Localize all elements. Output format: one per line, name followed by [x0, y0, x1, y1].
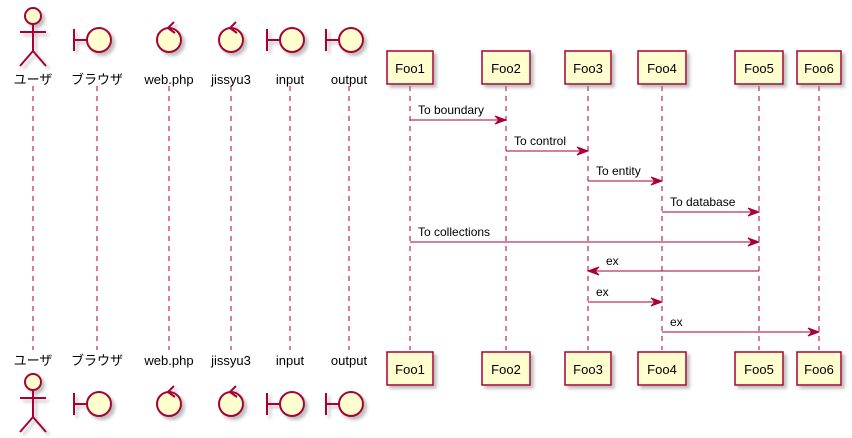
boundary-icon: [73, 391, 112, 417]
message-arrowhead: [576, 146, 590, 156]
participant-label-top: jissyu3: [210, 72, 251, 87]
boundary-icon: [266, 27, 305, 53]
message-arrowhead: [494, 115, 508, 125]
participant-label-top: output: [331, 72, 368, 87]
participant-label-bottom: web.php: [143, 353, 193, 368]
message-label: ex: [670, 315, 683, 329]
participant-box-Foo6-bottom: Foo6: [796, 351, 842, 386]
message: ex: [662, 315, 821, 337]
participant-label: Foo5: [744, 61, 774, 76]
participant-label-bottom: input: [276, 353, 305, 368]
actor-icon: [19, 7, 47, 67]
control-icon: [156, 21, 182, 53]
participant-box-Foo1-bottom: Foo1: [386, 351, 434, 386]
participant-label-bottom: jissyu3: [210, 353, 251, 368]
message-arrowhead: [747, 207, 761, 217]
participant-label: Foo2: [491, 61, 521, 76]
lifelines: [32, 86, 820, 350]
message: To control: [506, 134, 590, 156]
message-label: To database: [670, 195, 736, 209]
message-label: To control: [514, 134, 566, 148]
message-arrowhead: [650, 176, 664, 186]
message-label: To entity: [596, 164, 641, 178]
message: ex: [586, 254, 759, 276]
participant-label-top: ブラウザ: [71, 72, 123, 87]
message-arrowhead: [807, 327, 821, 337]
message: To boundary: [410, 103, 508, 125]
participant-label-bottom: output: [331, 353, 368, 368]
participant-label-top: web.php: [143, 72, 193, 87]
participant-label: Foo6: [804, 61, 834, 76]
participant-label: Foo1: [395, 61, 425, 76]
participant-label: Foo3: [573, 362, 603, 377]
boundary-icon: [325, 391, 364, 417]
message: To database: [662, 195, 761, 217]
control-icon: [156, 385, 182, 417]
message-label: ex: [606, 254, 619, 268]
participants: ユーザユーザブラウザブラウザweb.phpweb.phpjissyu3jissy…: [14, 7, 842, 433]
participant-label-bottom: ユーザ: [14, 353, 53, 368]
boundary-icon: [266, 391, 305, 417]
control-icon: [218, 21, 244, 53]
actor-icon: [19, 373, 47, 433]
participant-label: Foo3: [573, 61, 603, 76]
participant-box-Foo2-bottom: Foo2: [481, 351, 531, 386]
message-arrowhead: [747, 237, 761, 247]
message-arrowhead: [650, 297, 664, 307]
participant-box-Foo4-top: Foo4: [637, 50, 687, 85]
participant-box-Foo3-top: Foo3: [564, 50, 612, 85]
participant-label: Foo2: [491, 362, 521, 377]
messages: To boundary To control To entity To databas…: [410, 103, 821, 337]
message: To collections: [410, 225, 761, 247]
boundary-icon: [325, 27, 364, 53]
participant-label-top: ユーザ: [14, 72, 53, 87]
message-label: ex: [596, 285, 609, 299]
boundary-icon: [73, 27, 112, 53]
message: ex: [588, 285, 664, 307]
participant-box-Foo4-bottom: Foo4: [637, 351, 687, 386]
participant-box-Foo2-top: Foo2: [481, 50, 531, 85]
participant-box-Foo5-bottom: Foo5: [734, 351, 784, 386]
participant-label: Foo1: [395, 362, 425, 377]
participant-box-Foo1-top: Foo1: [386, 50, 434, 85]
message-arrowhead: [586, 266, 600, 276]
participant-label-bottom: ブラウザ: [71, 353, 123, 368]
control-icon: [218, 385, 244, 417]
participant-box-Foo6-top: Foo6: [796, 50, 842, 85]
message: To entity: [588, 164, 664, 186]
participant-label-top: input: [276, 72, 305, 87]
participant-label: Foo5: [744, 362, 774, 377]
message-label: To boundary: [418, 103, 484, 117]
participant-box-Foo3-bottom: Foo3: [564, 351, 612, 386]
participant-label: Foo4: [647, 362, 677, 377]
participant-label: Foo4: [647, 61, 677, 76]
participant-label: Foo6: [804, 362, 834, 377]
participant-box-Foo5-top: Foo5: [734, 50, 784, 85]
message-label: To collections: [418, 225, 490, 239]
